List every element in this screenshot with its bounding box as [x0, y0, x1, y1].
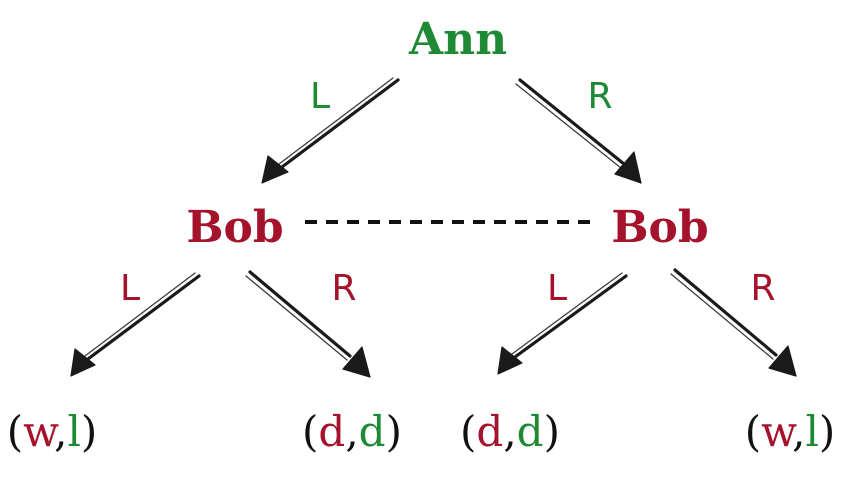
payoff-close-paren: ) [386, 407, 402, 456]
payoff-bob-value: l [67, 407, 80, 456]
move-label-bob-left-left: L [120, 268, 140, 309]
node-ann: Ann [408, 14, 507, 65]
move-label-bob-right-left: L [547, 268, 567, 309]
edge-bob-left-right [245, 270, 371, 378]
arrow-head-icon [497, 346, 523, 375]
payoff-comma: , [54, 407, 67, 456]
payoff-1: (w,l) [7, 407, 98, 456]
edge-bob-left-left [70, 272, 201, 377]
payoff-ann-value: w [761, 407, 797, 456]
payoff-bob-value: d [359, 407, 386, 456]
arrow-head-icon [614, 151, 642, 184]
payoff-open-paren: ( [745, 407, 761, 456]
edge-bob-right-left [497, 272, 628, 375]
edge-ann-left [261, 77, 400, 184]
arrow-head-icon [768, 345, 797, 377]
edge-bob-right-right [670, 268, 797, 377]
payoff-open-paren: ( [302, 407, 318, 456]
payoff-comma: , [345, 407, 358, 456]
move-label-bob-right-right: R [750, 268, 775, 309]
edge-ann-right [515, 78, 642, 184]
payoff-bob-value: d [517, 407, 544, 456]
payoff-3: (d,d) [460, 407, 560, 456]
node-bob-left: Bob [186, 202, 283, 253]
move-label-ann-right: R [587, 76, 612, 117]
move-label-bob-left-right: R [331, 268, 356, 309]
move-label-ann-left: L [310, 76, 330, 117]
payoff-4: (w,l) [745, 407, 836, 456]
payoff-comma: , [792, 407, 805, 456]
payoff-ann-value: d [318, 407, 345, 456]
payoff-bob-value: l [805, 407, 818, 456]
payoff-2: (d,d) [302, 407, 402, 456]
arrow-head-icon [70, 348, 96, 377]
payoff-close-paren: ) [544, 407, 560, 456]
arrow-head-icon [342, 346, 371, 378]
payoff-open-paren: ( [7, 407, 23, 456]
arrow-head-icon [261, 155, 289, 184]
node-bob-right: Bob [611, 202, 708, 253]
payoff-open-paren: ( [460, 407, 476, 456]
payoff-close-paren: ) [81, 407, 97, 456]
payoff-ann-value: w [23, 407, 59, 456]
payoff-ann-value: d [476, 407, 503, 456]
payoff-close-paren: ) [819, 407, 835, 456]
payoff-comma: , [503, 407, 516, 456]
